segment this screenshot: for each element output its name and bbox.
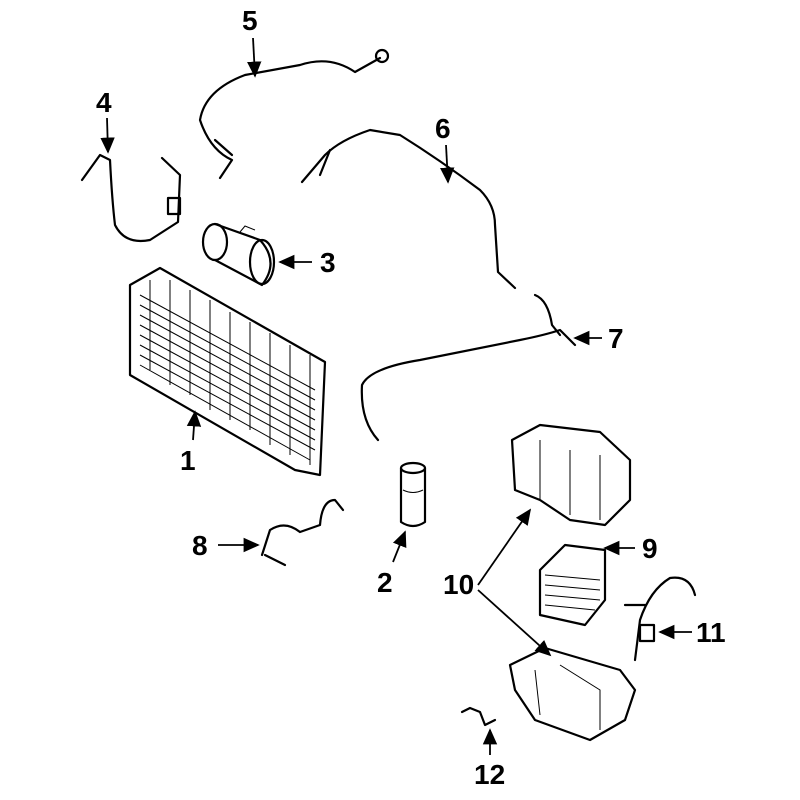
callout-10: 10 bbox=[443, 569, 474, 600]
callout-5: 5 bbox=[242, 5, 258, 36]
part-clip[interactable] bbox=[460, 706, 497, 727]
callout-12: 12 bbox=[474, 759, 505, 790]
callout-1: 1 bbox=[180, 445, 196, 476]
part-liquid-hose[interactable] bbox=[260, 498, 345, 567]
part-receiver-drier[interactable] bbox=[399, 461, 427, 528]
callout-3: 3 bbox=[320, 247, 336, 278]
part-discharge-hose[interactable] bbox=[80, 153, 182, 243]
part-liquid-pipe[interactable] bbox=[300, 128, 517, 290]
callout-2: 2 bbox=[377, 567, 393, 598]
part-evaporator-housing[interactable] bbox=[508, 423, 637, 742]
part-compressor[interactable] bbox=[201, 222, 276, 287]
callout-6: 6 bbox=[435, 113, 451, 144]
callout-7: 7 bbox=[608, 323, 624, 354]
part-thermistor[interactable] bbox=[623, 576, 697, 662]
leader-lines bbox=[100, 37, 692, 755]
part-condenser[interactable] bbox=[128, 266, 327, 477]
callout-11: 11 bbox=[696, 617, 726, 648]
part-evaporator-pipe[interactable] bbox=[360, 293, 577, 442]
part-suction-hose[interactable] bbox=[198, 48, 390, 180]
callout-8: 8 bbox=[192, 530, 208, 561]
callout-9: 9 bbox=[642, 533, 658, 564]
callout-4: 4 bbox=[96, 87, 112, 118]
part-evaporator-core[interactable] bbox=[538, 543, 607, 627]
